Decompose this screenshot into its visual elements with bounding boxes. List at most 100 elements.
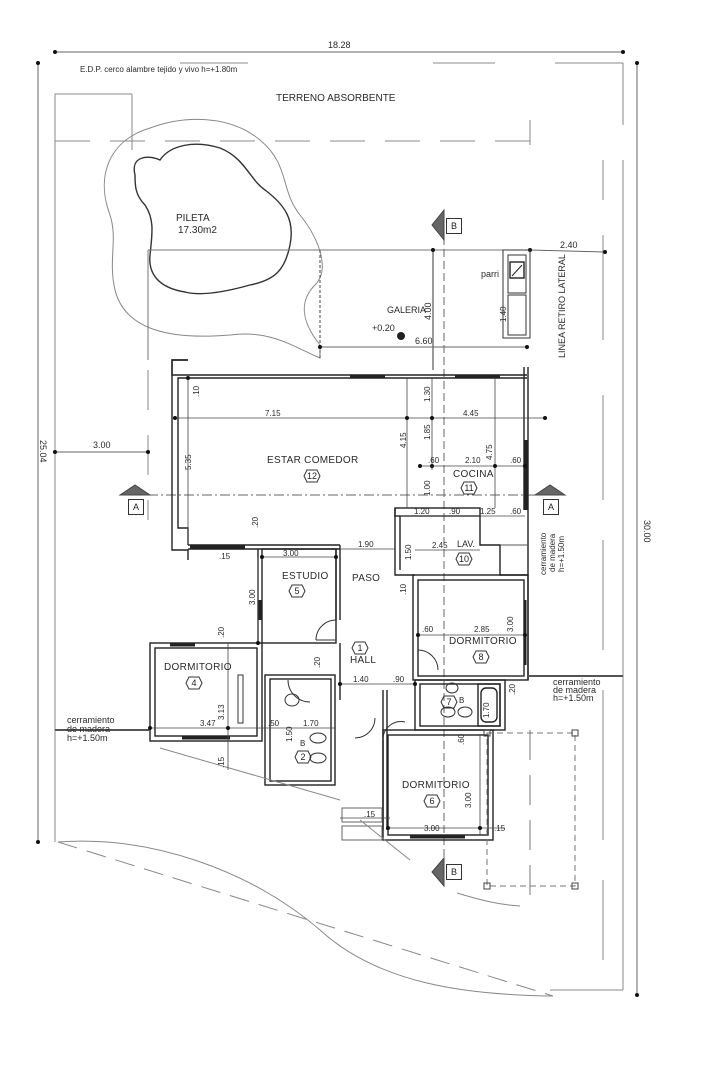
dim-dorm8-010: .10 [399,583,408,595]
room-number-8: 8 [472,650,490,664]
dim-estar-height: 5.35 [184,454,193,470]
dim-cocina-100: 1.00 [423,480,432,496]
dim-cocina-height: 4.75 [485,444,494,460]
wood-fence-right-line3: h=+1.50m [553,693,594,703]
room-number-5: 5 [288,584,306,598]
room-number-1: 1 [351,641,369,655]
dim-bano2-050: .50 [268,719,280,728]
dim-dorm4-313: 3.13 [217,704,226,720]
dim-cocina-210: 2.10 [465,456,481,465]
dim-lav-150: 1.50 [404,544,413,560]
dim-cocina-060a: .60 [428,456,440,465]
dim-estar-bottom: .20 [251,516,260,528]
dim-cocina-width: 4.45 [463,409,479,418]
dim-cocina-125: 1.25 [480,507,496,516]
dim-dorm4-015: .15 [217,756,226,768]
parrilla-label: parri [481,269,500,279]
wood-fence-mid-line1: cerramiento [539,532,548,575]
room-lavadero: LAV. [457,539,476,549]
room-number-12: 12 [303,469,321,483]
wood-fence-right-line2: de madera [553,685,597,695]
terrain-label: TERRENO ABSORBENTE [276,93,396,104]
dim-dorm8-285: 2.85 [474,625,490,634]
dim-dorm8-060: .60 [422,625,434,634]
room-dormitorio-4: DORMITORIO [164,662,232,673]
room-number-11: 11 [460,481,478,495]
dim-cocina-415: 4.15 [399,432,408,448]
dim-dorm4-347: 3.47 [200,719,216,728]
carport-outline [486,732,576,887]
section-b-bottom-label: B [446,864,462,880]
room-paso: PASO [352,573,381,584]
dim-bano2-150: 1.50 [285,726,294,742]
section-b-top-label: B [446,218,462,234]
room-cocina: COCINA [453,469,494,480]
dim-dorm6-015a: .15 [364,810,376,819]
room-number-7: 7 [440,695,458,709]
room-estar-comedor: ESTAR COMEDOR [267,455,359,466]
section-a-left-label: A [128,499,144,515]
dim-estar-width: 7.15 [265,409,281,418]
parrilla-outline [502,249,531,339]
pool-label: PILETA [176,213,210,224]
dim-hall-090: .90 [393,675,405,684]
wood-fence-left-line2: de madera [67,724,111,734]
dim-bano7-020: .20 [508,683,517,695]
room-bano-7: B [459,696,465,705]
room-dormitorio-6: DORMITORIO [402,780,470,791]
dim-dorm6-height: 3.00 [464,792,473,808]
parrilla-dim: 1.40 [499,306,508,322]
lot-boundary [54,93,132,842]
overall-width-dim: 18.28 [328,40,351,50]
pool-deck-outline [103,118,323,359]
dim-hall-020: .20 [313,656,322,668]
wood-fence-left-line1: cerramiento [67,715,115,725]
galeria-depth-dim: 4.00 [423,302,433,320]
dim-bano7-060: .60 [457,733,466,745]
dim-cocina-185: 1.85 [423,424,432,440]
overall-depth-dim: 30.00 [642,520,652,543]
section-a-right-arrow [533,484,567,496]
galeria-label: GALERIA [387,305,427,315]
dim-estudio-height: 3.00 [248,589,257,605]
fence-note: E.D.P. cerco alambre tejido y vivo h=+1.… [80,65,238,74]
dim-estudio-width: 3.00 [283,549,299,558]
dim-paso-190: 1.90 [358,540,374,549]
wood-fence-right-line1: cerramiento [553,677,601,687]
dim-dorm6-015b: .15 [494,824,506,833]
room-number-6: 6 [423,794,441,808]
room-number-10: 10 [455,552,473,566]
wall-estar-left [171,359,189,560]
dim-dorm8-300: 3.00 [506,616,515,632]
dim-cocina-120: 1.20 [414,507,430,516]
pool-outline [133,143,292,295]
wood-fence-mid-line2: de madera [548,533,557,572]
galeria-width-dim: 6.60 [415,336,433,346]
front-setback-dim: 3.00 [93,440,111,450]
dim-estudio-015: .15 [219,552,231,561]
room-bano-2: B [300,739,306,748]
terrain-curve [57,840,554,997]
dim-estudio-020: .20 [217,626,226,638]
dim-estar-top: .10 [192,385,201,397]
dim-cocina-130: 1.30 [423,386,432,402]
dim-cocina-060c: .60 [510,507,522,516]
dim-bano2-170: 1.70 [303,719,319,728]
dim-cocina-090: .90 [449,507,461,516]
pool-area: 17.30m2 [178,225,217,236]
section-a-left-arrow [118,484,152,496]
section-b-top-arrow [431,208,445,242]
room-dormitorio-8: DORMITORIO [449,636,517,647]
wood-fence-left-line3: h=+1.50m [67,733,108,743]
left-depth-dim: 25.04 [38,440,48,463]
room-estudio: ESTUDIO [282,571,329,582]
lateral-setback-label: LINEA RETIRO LATERAL [557,254,567,358]
wood-fence-mid-line3: h=+1.50m [557,535,566,572]
room-number-4: 4 [185,676,203,690]
dim-hall-140: 1.40 [353,675,369,684]
terrain-dashed-curve [57,841,554,997]
galeria-level: +0.20 [372,323,395,333]
dim-lav-245: 2.45 [432,541,448,550]
section-b-bottom-arrow [431,856,445,888]
